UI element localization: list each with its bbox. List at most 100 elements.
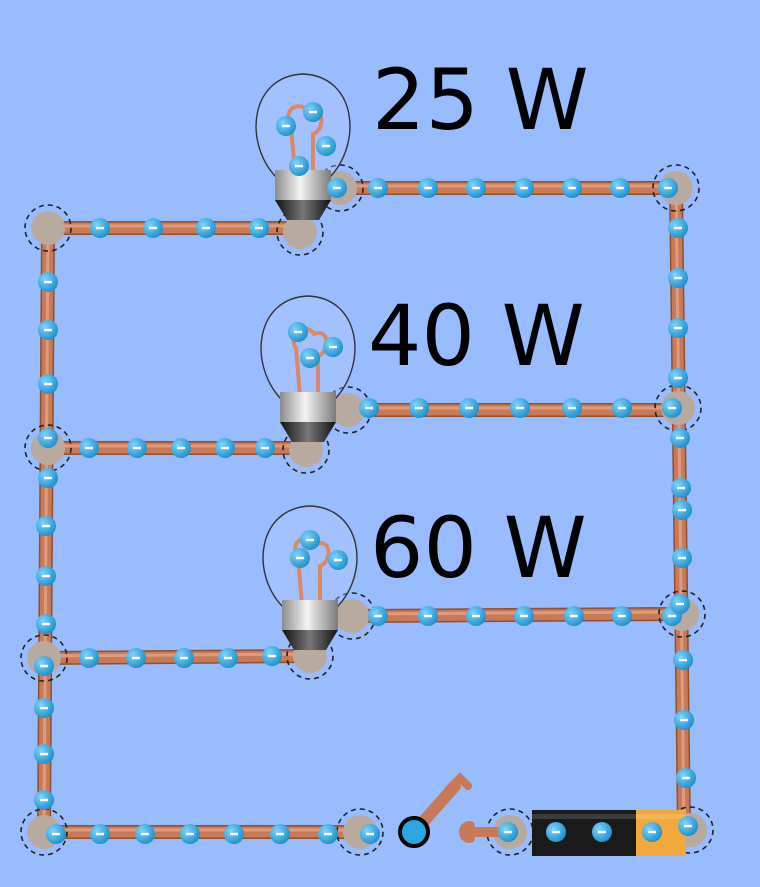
electron-minus-sign [333,186,341,190]
junction-handle-ring[interactable] [276,208,324,256]
electron [368,606,388,626]
electron [79,438,99,458]
electron-minus-sign [674,326,682,330]
electron [670,428,690,448]
electron [135,824,155,844]
junction-handle-ring[interactable] [652,164,700,212]
electron-minus-sign [374,186,382,190]
electron [38,428,58,448]
electron-minus-sign [255,226,263,230]
electron-minus-sign [682,776,690,780]
electron-minus-sign [40,664,48,668]
electron [196,218,216,238]
electron-minus-sign [44,328,52,332]
electron [662,398,682,418]
junction-node[interactable] [335,599,369,633]
bulb-middle[interactable] [260,295,356,442]
electron-minus-sign [268,654,276,658]
switch-pivot[interactable] [398,816,430,848]
electron [218,648,238,668]
electron [34,656,54,676]
electron-minus-sign [40,798,48,802]
electron-minus-sign [504,830,512,834]
electron-minus-sign [261,446,269,450]
electron-minus-sign [132,656,140,660]
electron [171,438,191,458]
junction-node[interactable] [31,211,65,245]
electron [678,816,698,836]
junction-handle-ring[interactable] [658,590,706,638]
bulb-bottom[interactable] [262,505,358,650]
electron-minus-sign [42,622,50,626]
electron [642,822,662,842]
electron [38,272,58,292]
switch[interactable] [398,772,515,848]
bulb-glass [262,505,358,607]
electron-minus-sign [618,406,626,410]
electron [671,478,691,498]
electron [466,606,486,626]
electron-minus-sign [568,406,576,410]
electron [300,348,320,368]
junction-node[interactable] [283,215,317,249]
electron-minus-sign [40,706,48,710]
junction-handle-ring[interactable] [20,808,68,856]
junction-handle-ring[interactable] [336,808,384,856]
electron [289,156,309,176]
electron-minus-sign [365,406,373,410]
electron-minus-sign [322,144,330,148]
electron-minus-sign [324,832,332,836]
electron-minus-sign [96,226,104,230]
electron-minus-sign [296,556,304,560]
electron-minus-sign [684,824,692,828]
electron-minus-sign [415,406,423,410]
electron-minus-sign [40,752,48,756]
electron [262,646,282,666]
electron-minus-sign [149,226,157,230]
junction-handle-ring[interactable] [282,426,330,474]
electron [180,824,200,844]
electron-minus-sign [42,574,50,578]
electron [38,374,58,394]
electron [668,268,688,288]
electron [676,768,696,788]
electron-minus-sign [96,832,104,836]
electron [510,398,530,418]
electron-minus-sign [520,186,528,190]
electron-minus-sign [676,602,684,606]
junction-handle-ring[interactable] [24,204,72,252]
bulb-bottom-power-label: 60 W [370,499,587,597]
electron [36,516,56,536]
electron-minus-sign [44,436,52,440]
electron [143,218,163,238]
electron-minus-sign [44,476,52,480]
junction-handle-ring[interactable] [24,424,72,472]
electron [672,500,692,520]
electron-minus-sign [677,486,685,490]
bulb-top-power-label: 25 W [372,51,589,149]
electron [79,648,99,668]
electron [514,606,534,626]
electron [34,698,54,718]
electron [318,824,338,844]
electron [672,548,692,568]
electron-minus-sign [306,356,314,360]
junction-handle-ring[interactable] [20,634,68,682]
electron-minus-sign [520,614,528,618]
electron [409,398,429,418]
electron [658,178,678,198]
electron [38,468,58,488]
electron-minus-sign [202,226,210,230]
junction-handle-ring[interactable] [654,384,702,432]
electron [612,606,632,626]
junction-node[interactable] [331,393,365,427]
junction-handle-ring[interactable] [286,632,334,680]
electron [303,102,323,122]
electron [459,398,479,418]
electron [360,824,380,844]
junction-handle-ring[interactable] [666,806,714,854]
electron [668,318,688,338]
junction-handle-ring[interactable] [316,164,364,212]
electron [610,178,630,198]
